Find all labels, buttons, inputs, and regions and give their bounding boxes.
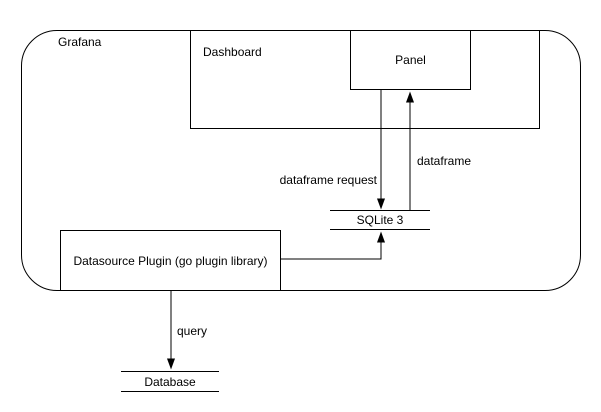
node-database-label: Database (144, 374, 196, 389)
edge-label-query: query (177, 324, 208, 338)
node-datasource-plugin: Datasource Plugin (go plugin library) (60, 230, 281, 291)
node-sqlite3-label: SQLite 3 (356, 213, 404, 227)
node-panel-label: Panel (395, 53, 426, 67)
node-database: Database (121, 371, 219, 392)
node-dashboard-label: Dashboard (203, 45, 262, 59)
edge-label-dataframe-request: dataframe request (279, 173, 377, 187)
node-panel: Panel (350, 30, 471, 90)
node-sqlite3: SQLite 3 (330, 210, 430, 230)
edge-datasource-to-database-arrow (166, 291, 176, 370)
edge-label-dataframe: dataframe (417, 154, 472, 168)
node-datasource-plugin-label: Datasource Plugin (go plugin library) (73, 253, 268, 268)
node-grafana-label: Grafana (58, 35, 102, 49)
